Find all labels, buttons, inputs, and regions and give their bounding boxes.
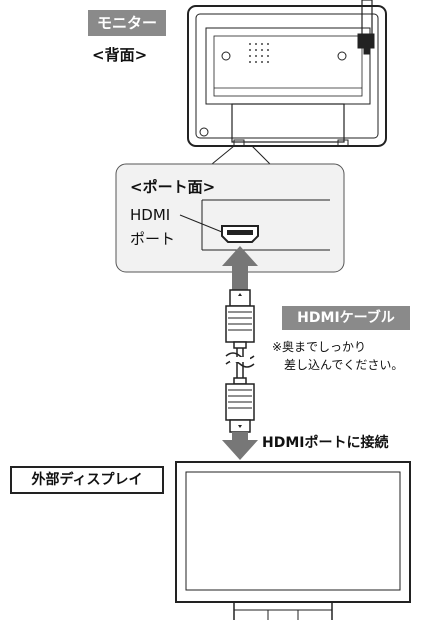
external-display-illustration xyxy=(175,461,411,620)
port-panel xyxy=(115,163,345,273)
hdmi-port-label-line1: HDMI xyxy=(130,206,171,224)
hdmi-port xyxy=(221,225,259,243)
cable-note-line1: ※奥までしっかり xyxy=(272,340,367,354)
cable-note-line2: 差し込んでください。 xyxy=(284,358,404,372)
monitor-back-illustration xyxy=(187,0,387,147)
insert-arrow-up xyxy=(222,246,258,290)
monitor-view-label: <背面> xyxy=(92,46,148,64)
hdmi-port-label-line2: ポート xyxy=(130,230,176,248)
port-panel-title: <ポート面> xyxy=(130,178,216,196)
port-panel-inner xyxy=(179,199,330,251)
monitor-label: モニター xyxy=(88,10,166,36)
hdmi-cable xyxy=(225,289,255,433)
external-display-label: 外部ディスプレイ xyxy=(10,466,164,494)
connect-arrow-down xyxy=(222,432,258,460)
connect-label: HDMIポートに接続 xyxy=(262,435,389,451)
callout-lines xyxy=(211,145,271,165)
cable-label: HDMIケーブル xyxy=(282,306,410,330)
